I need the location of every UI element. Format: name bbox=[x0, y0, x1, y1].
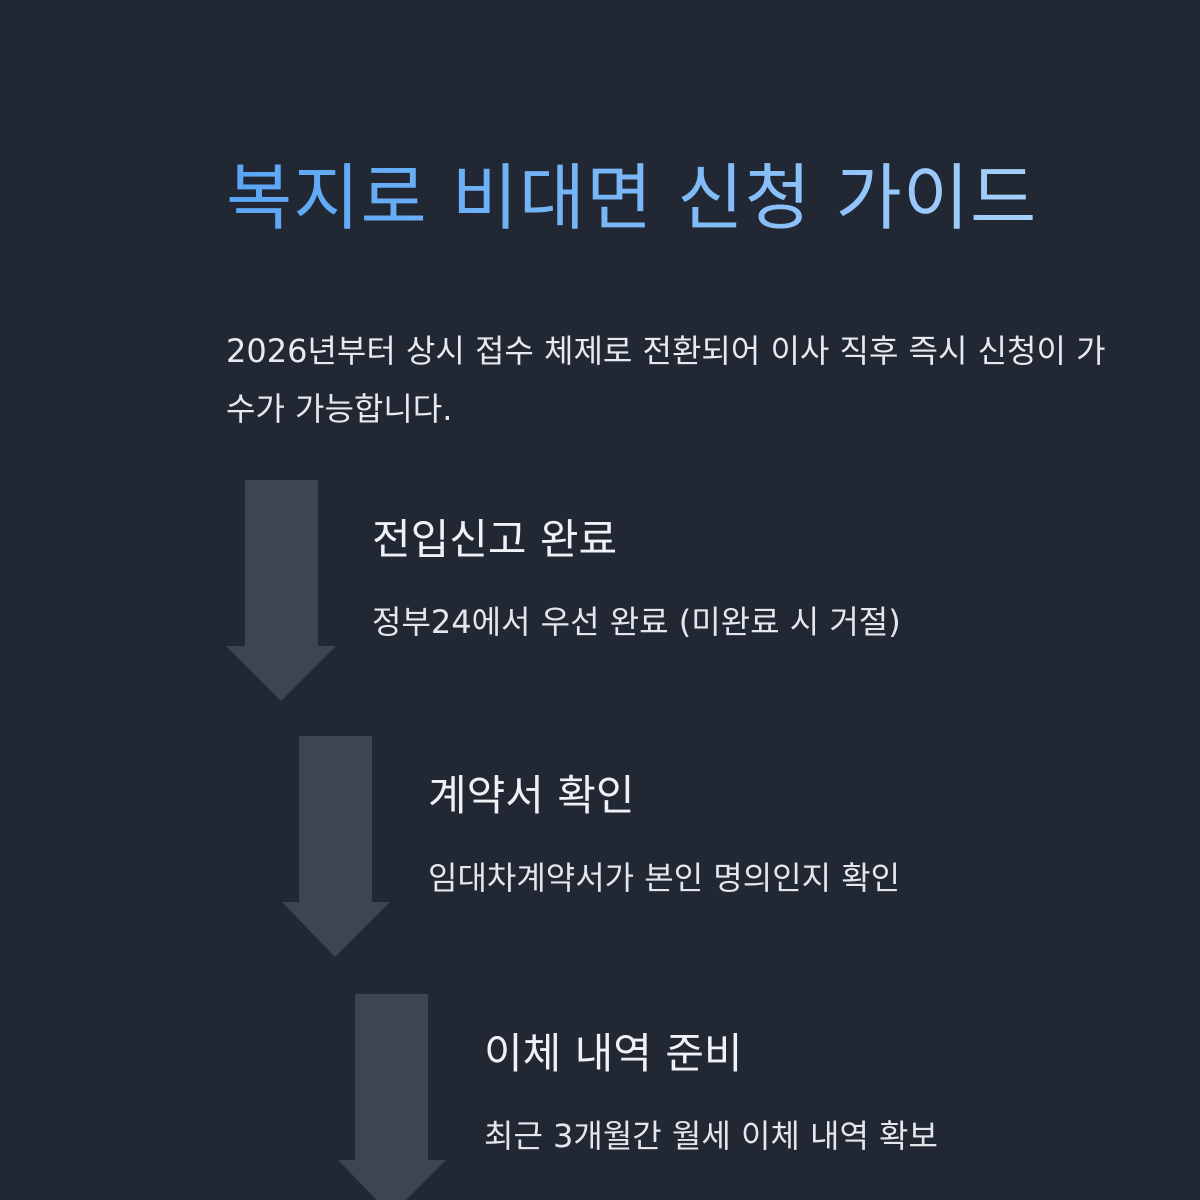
step-2: 계약서 확인 임대차계약서가 본인 명의인지 확인 bbox=[282, 736, 1182, 966]
down-arrow-icon bbox=[226, 480, 336, 701]
step-3-title: 이체 내역 준비 bbox=[484, 1029, 743, 1078]
step-3: 이체 내역 준비 최근 3개월간 월세 이체 내역 확보 bbox=[338, 994, 1200, 1200]
step-1-desc: 정부24에서 우선 완료 (미완료 시 거절) bbox=[372, 603, 901, 641]
down-arrow-icon bbox=[338, 994, 446, 1200]
down-arrow-icon bbox=[282, 736, 390, 957]
step-1: 전입신고 완료 정부24에서 우선 완료 (미완료 시 거절) bbox=[226, 480, 1126, 710]
step-2-desc: 임대차계약서가 본인 명의인지 확인 bbox=[428, 859, 901, 897]
step-3-desc: 최근 3개월간 월세 이체 내역 확보 bbox=[484, 1117, 938, 1155]
intro-line-1: 2026년부터 상시 접수 체제로 전환되어 이사 직후 즉시 신청이 가 bbox=[226, 332, 1106, 370]
intro-line-2: 수가 가능합니다. bbox=[226, 390, 453, 428]
step-1-title: 전입신고 완료 bbox=[372, 515, 618, 564]
page-title: 복지로 비대면 신청 가이드 bbox=[226, 148, 1037, 248]
intro-text: 2026년부터 상시 접수 체제로 전환되어 이사 직후 즉시 신청이 가 수가… bbox=[226, 322, 1200, 438]
step-2-title: 계약서 확인 bbox=[428, 771, 635, 820]
